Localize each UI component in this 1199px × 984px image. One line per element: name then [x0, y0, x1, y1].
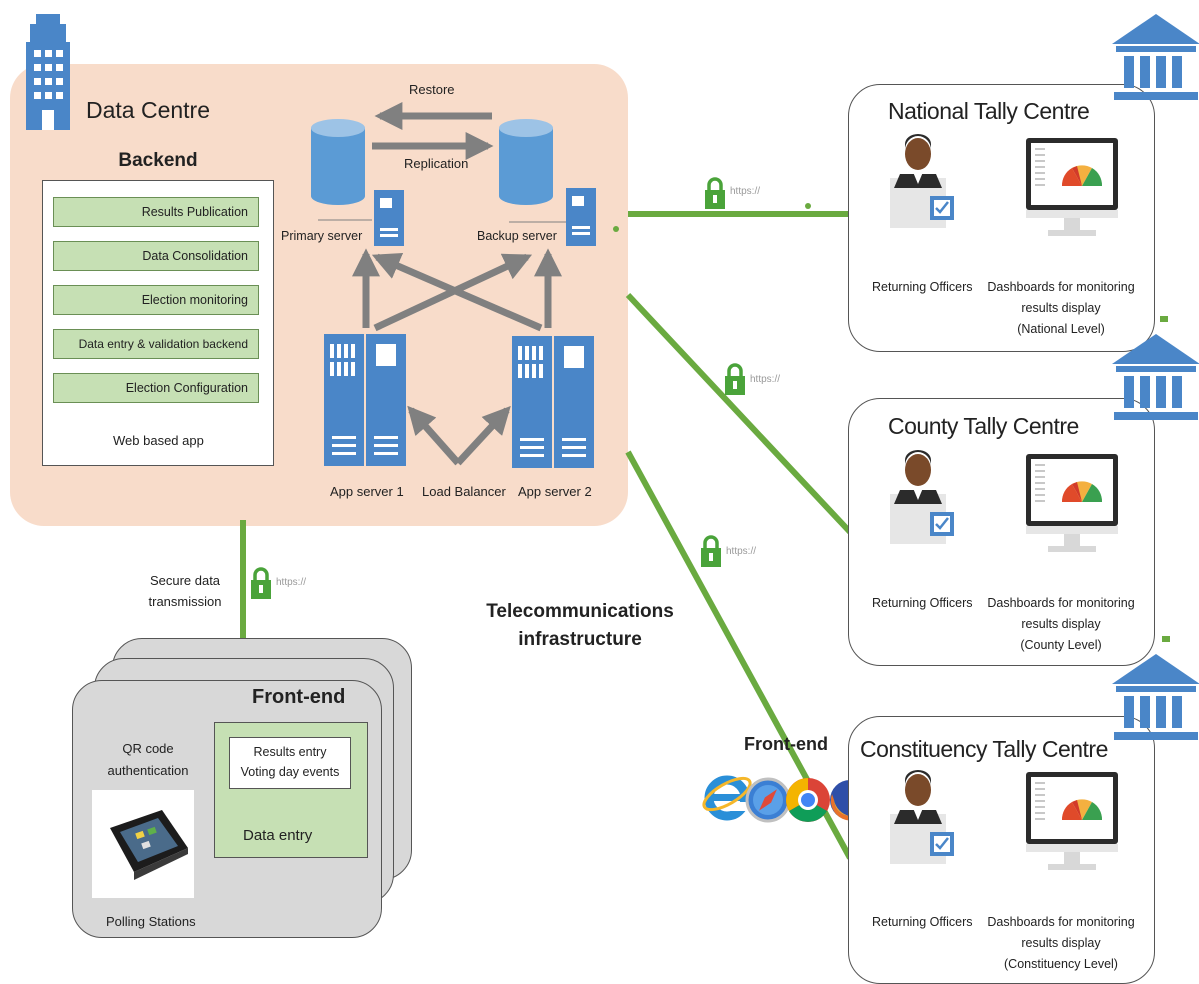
- restore-label: Restore: [409, 82, 455, 97]
- county-link-line: [625, 292, 853, 535]
- browser-frontend-label: Front-end: [744, 734, 828, 754]
- module-election-monitoring: Election monitoring: [53, 285, 259, 315]
- module-results-publication: Results Publication: [53, 197, 259, 227]
- primary-server-icon: [374, 190, 404, 246]
- constituency-tally-title: Constituency Tally Centre: [860, 736, 1108, 762]
- app-server-2-rack-icon: [512, 336, 594, 468]
- backend-title: Backend: [118, 150, 198, 171]
- https-label: https://: [730, 186, 761, 197]
- app2-to-primary-arrow: [371, 253, 543, 332]
- padlock-icon: [725, 363, 745, 395]
- module-election-configuration: Election Configuration: [53, 373, 259, 403]
- constituency-officers-label: Returning Officers: [872, 915, 973, 929]
- padlock-icon: [705, 177, 725, 209]
- tablet-device-panel: [92, 790, 194, 898]
- data-entry-panel: Results entry Voting day events Data ent…: [214, 722, 368, 858]
- replication-label: Replication: [404, 156, 469, 171]
- national-officers-label: Returning Officers: [872, 280, 973, 294]
- https-label: https://: [750, 374, 781, 385]
- qr-auth-label: QR code authentication: [107, 741, 189, 778]
- government-building-icon: [1112, 654, 1199, 740]
- internet-explorer-icon: [702, 775, 752, 821]
- app-server-2-label: App server 2: [518, 484, 592, 499]
- officer-icon: [888, 132, 956, 230]
- primary-server-label: Primary server: [281, 229, 363, 243]
- balancer-to-app1-arrow: [407, 405, 461, 466]
- national-tally-title: National Tally Centre: [888, 98, 1090, 124]
- chrome-icon: [786, 778, 830, 822]
- https-label: https://: [276, 577, 307, 588]
- app-server-1-rack-icon: [324, 334, 406, 466]
- county-tally-title: County Tally Centre: [888, 413, 1079, 439]
- balancer-to-app2-arrow: [455, 405, 511, 466]
- https-label: https://: [726, 546, 757, 557]
- results-entry-box: Results entry Voting day events: [229, 737, 351, 789]
- polling-stations-label: Polling Stations: [106, 914, 196, 929]
- officer-icon: [888, 448, 956, 546]
- government-building-icon: [1112, 14, 1199, 100]
- primary-database-icon: [311, 119, 365, 205]
- app-server-1-label: App server 1: [330, 484, 404, 499]
- module-data-entry-validation: Data entry & validation backend: [53, 329, 259, 359]
- padlock-icon: [701, 535, 721, 567]
- monitor-dashboard-icon: [1026, 454, 1118, 552]
- county-officers-label: Returning Officers: [872, 596, 973, 610]
- backup-server-icon: [566, 188, 596, 246]
- backup-database-icon: [499, 119, 553, 205]
- monitor-dashboard-icon: [1026, 138, 1118, 236]
- web-app-label: Web based app: [113, 433, 204, 448]
- officer-icon: [888, 768, 956, 866]
- link-dot: [805, 203, 811, 209]
- secure-transmission-label: Secure data transmission: [148, 573, 222, 609]
- monitor-dashboard-icon: [1026, 772, 1118, 870]
- telecom-label: Telecommunications infrastructure: [486, 601, 674, 650]
- link-dot: [1162, 636, 1170, 642]
- padlock-icon: [251, 567, 271, 599]
- data-centre-title: Data Centre: [86, 97, 211, 123]
- module-data-consolidation: Data Consolidation: [53, 241, 259, 271]
- tablet-device-icon: [110, 810, 188, 880]
- government-building-icon: [1112, 334, 1199, 420]
- backup-server-label: Backup server: [477, 229, 557, 243]
- link-dot: [613, 226, 619, 232]
- link-dot: [1160, 316, 1168, 322]
- data-entry-label: Data entry: [243, 827, 313, 844]
- station-frontend-title: Front-end: [252, 686, 346, 708]
- backend-panel: Results Publication Data Consolidation E…: [42, 180, 274, 466]
- load-balancer-label: Load Balancer: [422, 484, 506, 499]
- office-building-icon: [26, 14, 70, 130]
